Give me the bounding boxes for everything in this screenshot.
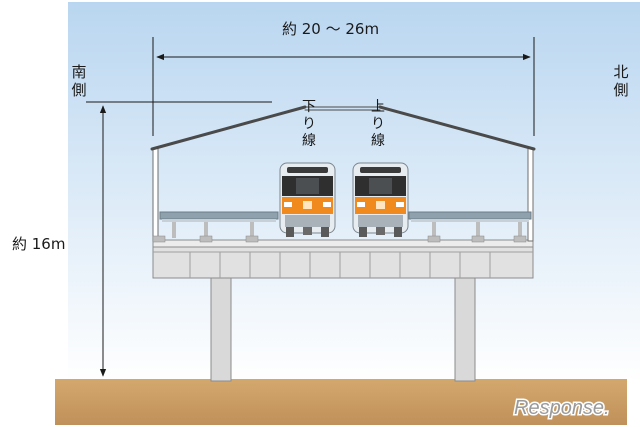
down-line-label: 下 り 線 — [302, 99, 316, 149]
deck-slab — [152, 239, 534, 248]
pier-right — [454, 277, 476, 382]
up-line-label: 上 り 線 — [371, 99, 385, 149]
response-logo: Response. Response. — [513, 396, 612, 421]
height-dimension — [86, 101, 272, 377]
pier-left — [210, 277, 232, 382]
wall-north — [527, 147, 534, 242]
ground — [55, 379, 627, 425]
platform-north — [408, 211, 532, 243]
height-dimension-label: 約 16m — [12, 235, 66, 253]
deck-girder — [152, 245, 534, 279]
wall-south — [152, 147, 159, 242]
svg-text:Response.: Response. — [514, 397, 610, 419]
width-dimension-label: 約 20 ～ 26m — [282, 20, 380, 38]
train-down-line — [279, 162, 336, 237]
train-up-line — [352, 162, 409, 237]
south-side-label: 南 側 — [71, 63, 87, 99]
platform-south — [152, 211, 279, 243]
width-dimension — [152, 37, 535, 136]
station-roof — [150, 105, 536, 151]
svg-text:Response.: Response. — [514, 397, 610, 419]
north-side-label: 北 側 — [613, 63, 629, 99]
